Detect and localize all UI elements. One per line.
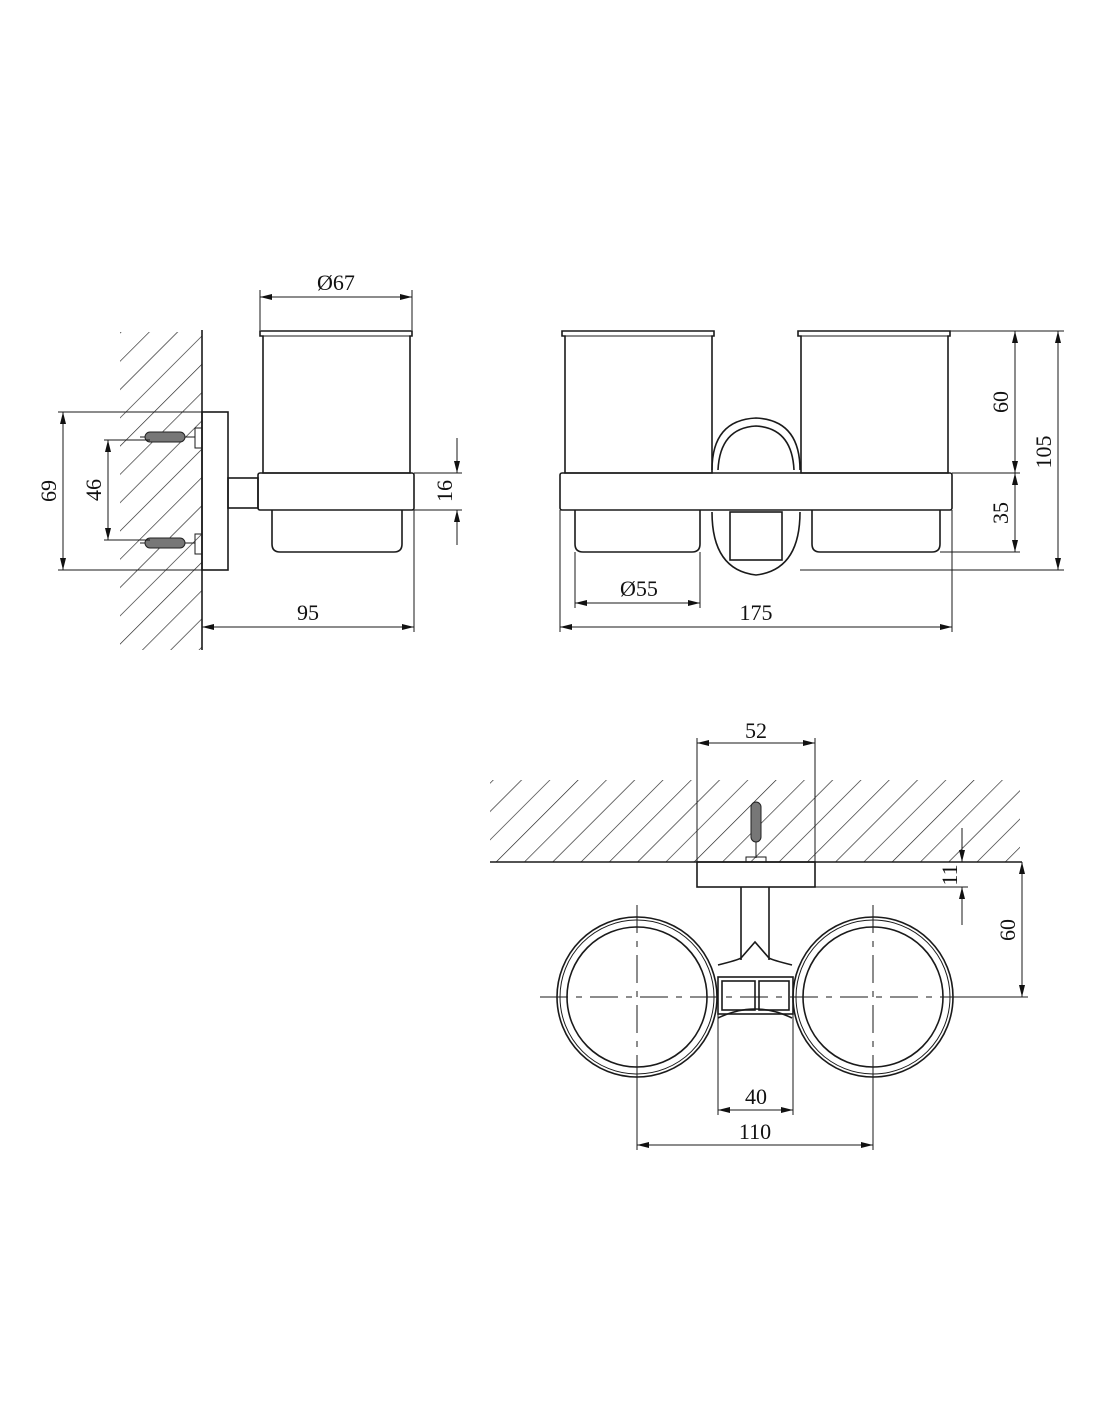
dim-total-width: 175 [740, 600, 773, 625]
screw-icon [140, 533, 203, 555]
wall-hatch [120, 332, 202, 650]
cup-right [797, 330, 951, 474]
dim-center-depth: 60 [995, 919, 1020, 941]
cup-left [561, 330, 715, 474]
screw-icon [140, 427, 203, 449]
top-view: 52 11 60 40 110 [490, 718, 1028, 1150]
dim-cup-height: 60 [988, 391, 1013, 413]
wall-plate [201, 411, 229, 571]
holder-bar [257, 472, 415, 511]
dim-bridge-width: 40 [745, 1084, 767, 1109]
dim-screw-spacing: 46 [81, 479, 106, 501]
square-slot [721, 980, 756, 1011]
dim-plate-width: 52 [745, 718, 767, 743]
screw-icon [745, 801, 767, 863]
side-view: Ø67 69 46 16 95 [36, 270, 462, 650]
dim-mount-height: 69 [36, 480, 61, 502]
holder-bar [559, 472, 953, 511]
cup [259, 330, 413, 474]
mount-rosette [711, 417, 801, 471]
dim-lower-height: 35 [988, 502, 1013, 524]
dim-center-distance: 110 [739, 1119, 771, 1144]
dim-cup-diameter: Ø67 [317, 270, 355, 295]
dim-total-height: 105 [1031, 436, 1056, 469]
dim-projection: 95 [297, 600, 319, 625]
wall-plate [696, 861, 816, 888]
cup-lower [271, 510, 403, 553]
arm [227, 477, 259, 509]
dim-bar-thickness: 16 [432, 480, 457, 502]
dim-plate-thickness: 11 [937, 864, 962, 885]
front-view: 60 35 105 Ø55 175 [559, 330, 1064, 632]
square-slot [758, 980, 790, 1011]
dim-lower-cup-diameter: Ø55 [620, 576, 658, 601]
